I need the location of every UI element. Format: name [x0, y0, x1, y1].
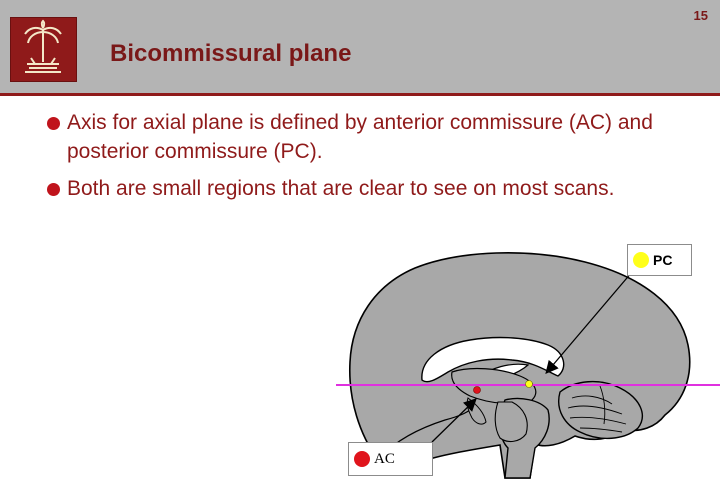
slide-title: Bicommissural plane	[110, 40, 352, 67]
ac-pointer-arrow	[431, 398, 477, 443]
ac-marker	[473, 386, 481, 394]
ac-label-box: AC	[348, 442, 433, 476]
pc-label-box: PC	[627, 244, 692, 276]
pc-label: PC	[653, 252, 673, 268]
bullet-dot-icon	[47, 183, 60, 196]
bullet-text: Axis for axial plane is defined by anter…	[67, 111, 653, 163]
cerebellum	[558, 380, 643, 440]
bullet-dot-icon	[47, 117, 60, 130]
bullet-item: Both are small regions that are clear to…	[45, 174, 685, 203]
pc-marker	[525, 380, 533, 388]
cerebellum-folia	[567, 385, 627, 433]
bullet-list: Axis for axial plane is defined by anter…	[45, 108, 685, 211]
slide-header: Bicommissural plane 15	[0, 0, 720, 93]
pc-color-swatch	[633, 252, 649, 268]
ac-color-swatch	[354, 451, 370, 467]
corpus-callosum	[421, 336, 565, 383]
pons-outline	[494, 401, 528, 443]
page-number: 15	[693, 8, 708, 23]
university-logo-icon	[10, 17, 77, 82]
header-divider	[0, 93, 720, 96]
bullet-text: Both are small regions that are clear to…	[67, 177, 615, 200]
ac-label: AC	[374, 450, 395, 467]
bullet-item: Axis for axial plane is defined by anter…	[45, 108, 685, 166]
pc-pointer-arrow	[545, 271, 633, 374]
